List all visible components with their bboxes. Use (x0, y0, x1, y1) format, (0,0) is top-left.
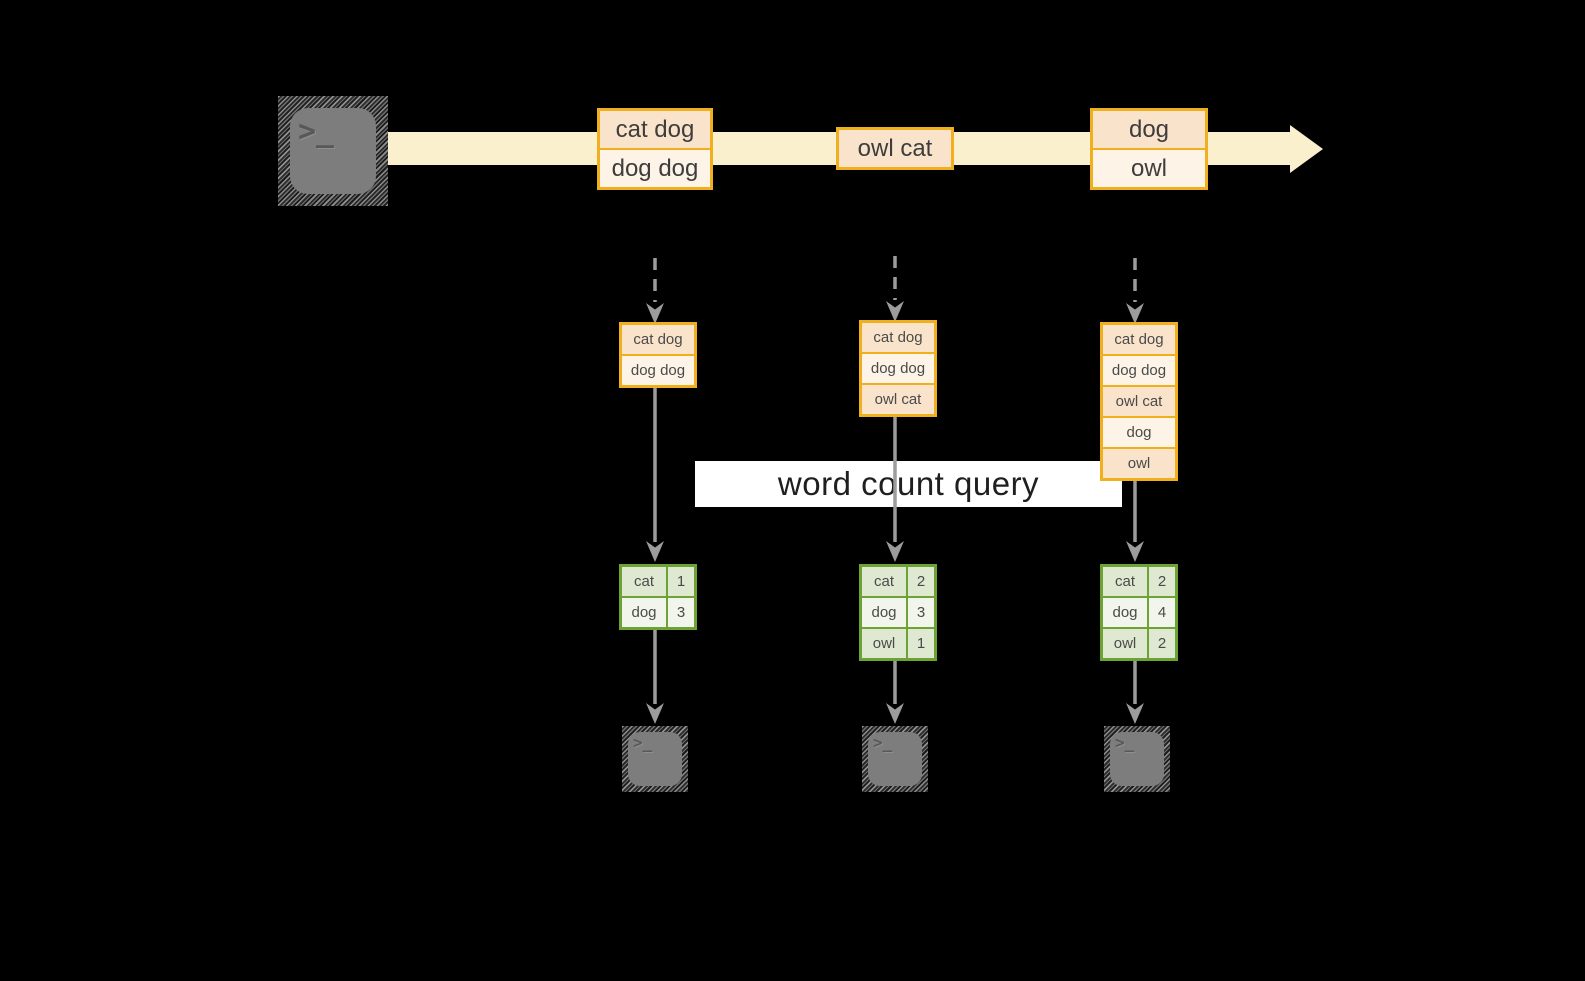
buffer-row: cat dog (1103, 325, 1175, 354)
count-value: 1 (908, 629, 934, 658)
buffer-row: cat dog (622, 325, 694, 354)
buffer-row: dog dog (1103, 356, 1175, 385)
count-value: 4 (1149, 598, 1175, 627)
stream-message-1: cat dog dog dog (597, 108, 713, 190)
count-word: dog (622, 598, 666, 627)
stream-message-3: dog owl (1090, 108, 1208, 190)
count-word: cat (862, 567, 906, 596)
buffer-row: owl cat (862, 385, 934, 414)
count-value: 2 (1149, 629, 1175, 658)
query-arrow-2 (886, 417, 904, 562)
buffer-stack-1: cat dog dog dog (619, 322, 697, 388)
count-row: dog 4 (1103, 598, 1175, 627)
terminal-prompt-icon: >_ (298, 114, 335, 149)
query-label-band: word count query (695, 461, 1122, 507)
message-line: owl (1093, 150, 1205, 187)
count-value: 2 (908, 567, 934, 596)
buffer-row: owl (1103, 449, 1175, 478)
count-row: owl 2 (1103, 629, 1175, 658)
message-line: cat dog (600, 111, 710, 148)
count-row: dog 3 (862, 598, 934, 627)
count-row: owl 1 (862, 629, 934, 658)
terminal-screen (1110, 732, 1164, 786)
count-table-2: cat 2 dog 3 owl 1 (859, 564, 937, 661)
output-terminal-icon-3: >_ (1104, 726, 1170, 792)
buffer-row: dog dog (862, 354, 934, 383)
dashed-arrow-1 (646, 258, 664, 324)
count-row: dog 3 (622, 598, 694, 627)
count-word: owl (1103, 629, 1147, 658)
count-value: 1 (668, 567, 694, 596)
terminal-screen (290, 108, 376, 194)
count-table-1: cat 1 dog 3 (619, 564, 697, 630)
count-word: cat (622, 567, 666, 596)
terminal-screen (628, 732, 682, 786)
output-terminal-icon-2: >_ (862, 726, 928, 792)
count-table-3: cat 2 dog 4 owl 2 (1100, 564, 1178, 661)
count-word: dog (862, 598, 906, 627)
count-row: cat 1 (622, 567, 694, 596)
output-terminal-icon-1: >_ (622, 726, 688, 792)
message-line: owl cat (839, 130, 951, 167)
terminal-prompt-icon: >_ (873, 733, 893, 752)
count-value: 3 (908, 598, 934, 627)
buffer-row: dog (1103, 418, 1175, 447)
terminal-prompt-icon: >_ (1115, 733, 1135, 752)
count-row: cat 2 (1103, 567, 1175, 596)
count-value: 2 (1149, 567, 1175, 596)
count-value: 3 (668, 598, 694, 627)
output-arrow-2 (886, 661, 904, 724)
message-line: dog dog (600, 150, 710, 187)
dashed-arrow-2 (886, 256, 904, 322)
query-label: word count query (777, 465, 1040, 502)
stream-arrowhead (1290, 125, 1323, 173)
buffer-stack-3: cat dog dog dog owl cat dog owl (1100, 322, 1178, 481)
stream-message-2: owl cat (836, 127, 954, 170)
buffer-row: owl cat (1103, 387, 1175, 416)
output-arrow-1 (646, 630, 664, 724)
source-terminal-icon: >_ (278, 96, 388, 206)
query-arrow-1 (646, 388, 664, 562)
message-line: dog (1093, 111, 1205, 148)
buffer-stack-2: cat dog dog dog owl cat (859, 320, 937, 417)
query-arrow-3 (1126, 481, 1144, 562)
count-row: cat 2 (862, 567, 934, 596)
output-arrow-3 (1126, 661, 1144, 724)
count-word: cat (1103, 567, 1147, 596)
count-word: dog (1103, 598, 1147, 627)
count-word: owl (862, 629, 906, 658)
terminal-prompt-icon: >_ (633, 733, 653, 752)
dashed-arrow-3 (1126, 258, 1144, 324)
buffer-row: dog dog (622, 356, 694, 385)
buffer-row: cat dog (862, 323, 934, 352)
terminal-screen (868, 732, 922, 786)
